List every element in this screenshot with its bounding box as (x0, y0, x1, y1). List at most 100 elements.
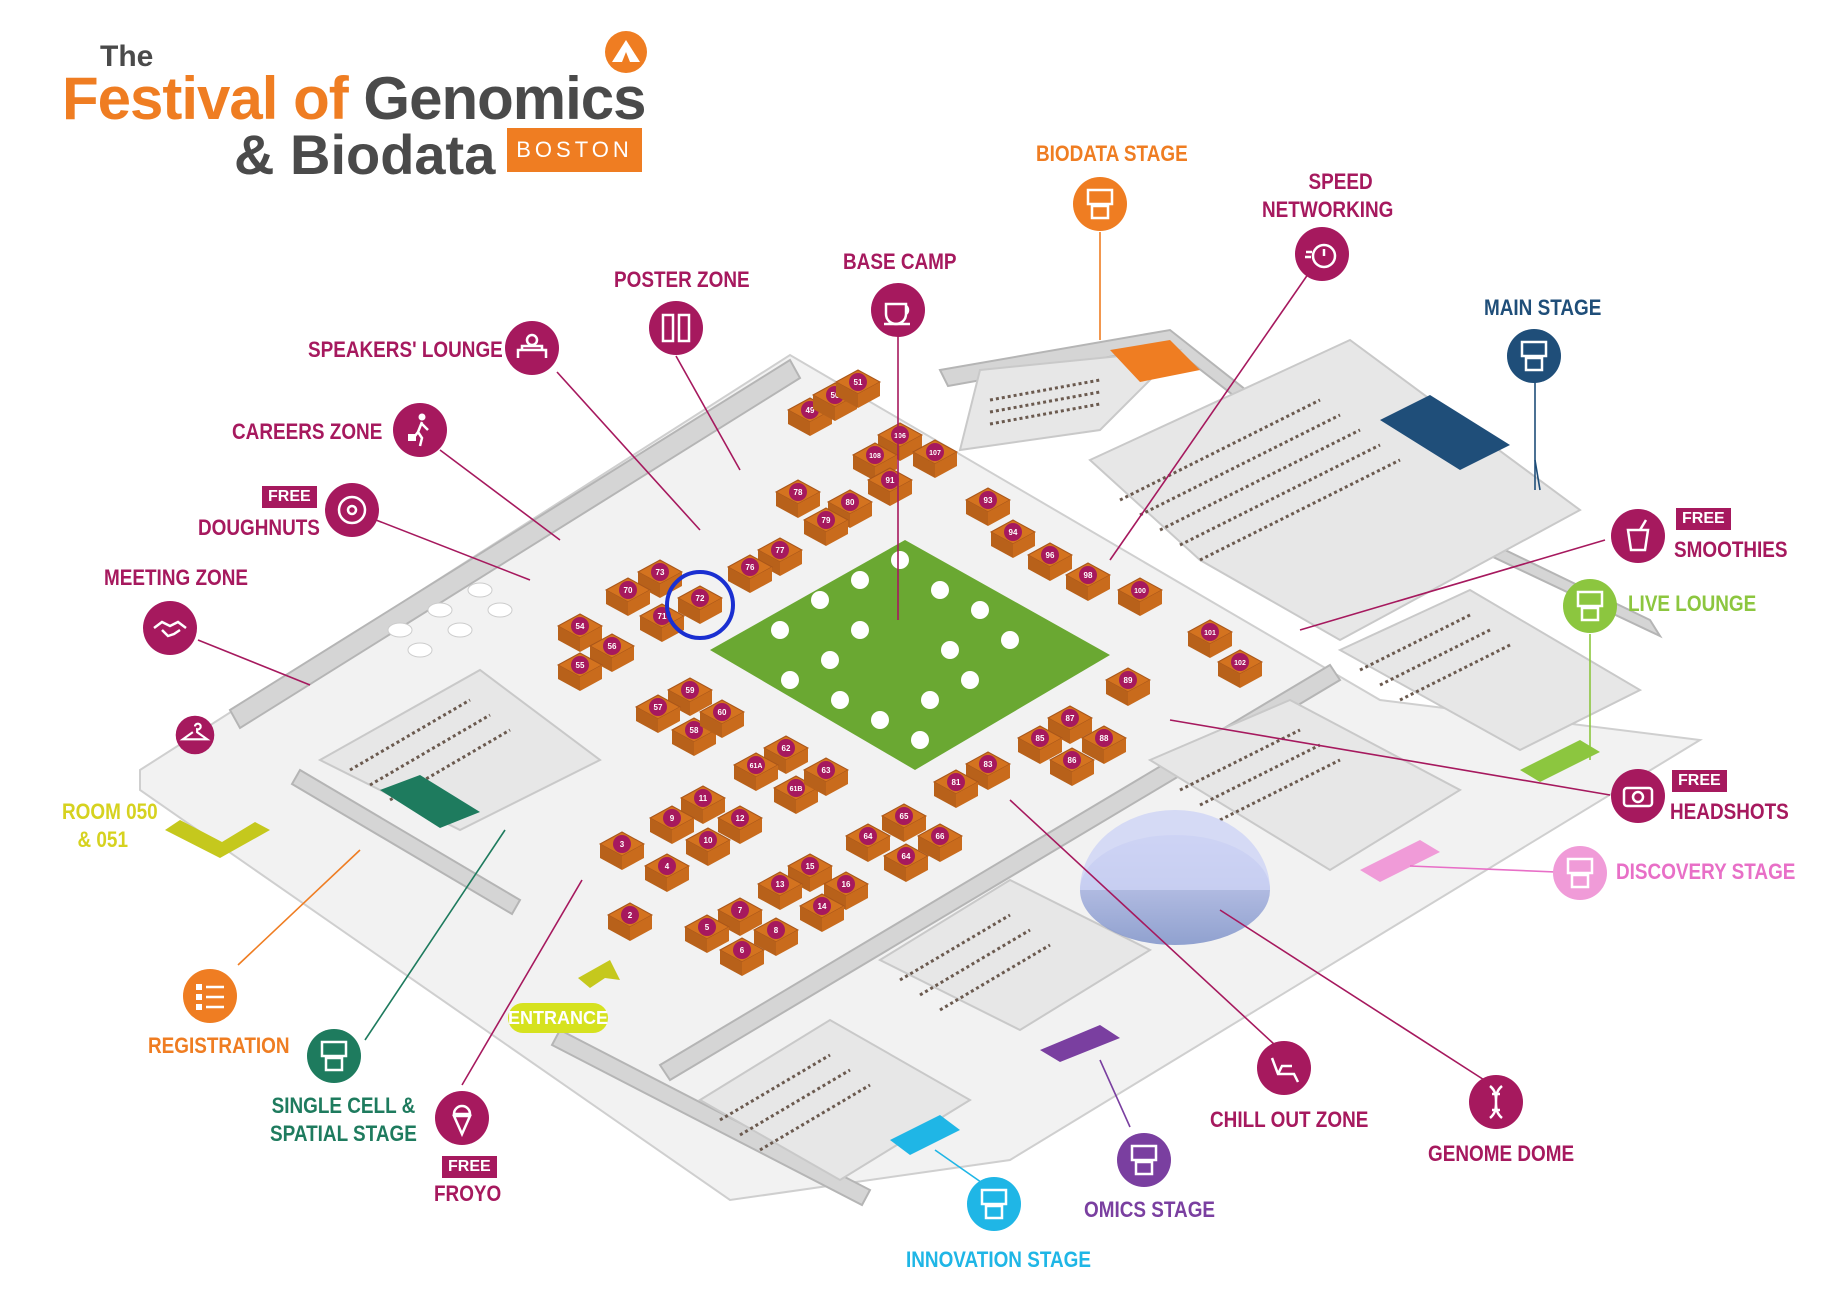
booth-block-side (606, 590, 628, 616)
booth-number-badge (1079, 566, 1097, 584)
booth-number: 59 (686, 686, 695, 695)
booth-number: 86 (1068, 756, 1077, 765)
booth-block-side (1050, 555, 1072, 581)
innovation-stage-icon[interactable] (966, 1176, 1022, 1232)
booth-number-badge (571, 617, 589, 635)
live-lounge-icon[interactable] (1562, 578, 1618, 634)
booth-block-side (612, 646, 634, 672)
booth-block-side (940, 836, 962, 862)
booth-block-side (694, 730, 716, 756)
booth-number: 85 (1036, 734, 1045, 743)
discovery-stage-icon[interactable] (1552, 845, 1608, 901)
booth-number-badge (1061, 709, 1079, 727)
logo-line-1: Festival of Genomics (62, 64, 647, 133)
smoothies-icon[interactable] (1610, 508, 1666, 564)
base-camp-tables (771, 551, 1019, 749)
booth-block-side (700, 712, 722, 738)
booth-block-side (780, 884, 802, 910)
booth-number-badge (813, 897, 831, 915)
logo-genomics: Genomics (347, 65, 646, 132)
booth-number: 80 (846, 498, 855, 507)
meeting-zone-icon[interactable] (142, 600, 198, 656)
booth-block-side (708, 840, 730, 866)
booth-block-side (935, 452, 957, 478)
genome-dome-icon[interactable] (1468, 1074, 1524, 1130)
omics-stage-icon[interactable] (1116, 1132, 1172, 1188)
biodata-stage-icon[interactable] (1072, 176, 1128, 232)
booth-block-side (904, 816, 926, 842)
registration-icon[interactable] (182, 968, 238, 1024)
smoothies-label: SMOOTHIES (1674, 537, 1788, 562)
froyo-free-badge: FREE (442, 1156, 497, 1178)
booth-number-badge (1063, 751, 1081, 769)
single-cell-stage-label: SINGLE CELL &SPATIAL STAGE (270, 1092, 417, 1147)
booth-layer: 4950511061071089178807977769394969810010… (556, 369, 1264, 976)
booth-number: 100 (1134, 588, 1146, 595)
booth-block-side (956, 782, 978, 808)
booth-block-side (991, 532, 1013, 558)
booth-number-badge (837, 875, 855, 893)
booth-block-side (850, 502, 872, 528)
chill-out-zone-icon[interactable] (1256, 1040, 1312, 1096)
headshots-free-badge: FREE (1672, 770, 1727, 792)
booth-block-side (658, 707, 680, 733)
booth-number: 78 (794, 488, 803, 497)
booth-number-badge (841, 493, 859, 511)
logo-city-badge: BOSTON (507, 128, 642, 172)
entrance-badge[interactable]: ENTRANCE (508, 1003, 608, 1033)
headshots-icon[interactable] (1610, 768, 1666, 824)
booth-block-side (718, 818, 740, 844)
room-line-2: & 051 (77, 826, 128, 852)
booth-number-badge (731, 901, 749, 919)
booth-number-badge (1095, 729, 1113, 747)
speakers-lounge-icon[interactable] (504, 320, 560, 376)
doughnuts-free-badge: FREE (262, 486, 317, 508)
booth-number: 50 (831, 391, 840, 400)
booth-block-side (662, 616, 684, 642)
booth-number-badge (731, 809, 749, 827)
booth-number-badge (787, 779, 805, 797)
poster-zone-icon[interactable] (648, 300, 704, 356)
booth-number-badge (691, 589, 709, 607)
booth-number-badge (979, 491, 997, 509)
live-lounge-label: LIVE LOUNGE (1628, 591, 1757, 616)
booth-number: 107 (929, 450, 941, 457)
booth-number: 76 (746, 563, 755, 572)
base-camp-icon[interactable] (870, 282, 926, 338)
booth-block-side (703, 798, 725, 824)
booth-block-side (1128, 680, 1150, 706)
base-camp-label: BASE CAMP (843, 249, 957, 274)
booth-block-side (707, 927, 729, 953)
doughnuts-icon[interactable] (324, 482, 380, 538)
careers-zone-icon[interactable] (392, 402, 448, 458)
booth-block-side (900, 435, 922, 461)
booth-block-side (846, 836, 868, 862)
speed-networking-icon[interactable] (1294, 226, 1350, 282)
booth-block-side (718, 910, 740, 936)
booth-block-side (690, 690, 712, 716)
booth-number-badge (866, 446, 884, 464)
booth-number-badge (698, 918, 716, 936)
single-cell-stage-icon[interactable] (306, 1028, 362, 1084)
biodata-stage-label: BIODATA STAGE (1036, 141, 1188, 166)
booth-block-side (780, 550, 802, 576)
booth-block-side (966, 500, 988, 526)
booth-number: 4 (665, 862, 670, 871)
doughnuts-label: DOUGHNUTS (198, 515, 320, 540)
speed-networking-line-2: NETWORKING (1262, 196, 1394, 222)
booth-number-badge (897, 847, 915, 865)
booth-block-side (822, 906, 844, 932)
booth-number-badge (891, 426, 909, 444)
main-stage-platform (1380, 395, 1510, 470)
omics-stage-platform (1040, 1025, 1120, 1062)
booth-block-side (906, 856, 928, 882)
booth-block-side (1018, 738, 1040, 764)
main-stage-icon[interactable] (1506, 328, 1562, 384)
froyo-icon[interactable] (434, 1090, 490, 1146)
logo-line-2: & Biodata (234, 123, 496, 186)
booth-block-side (756, 765, 778, 791)
booth-number: 60 (718, 708, 727, 717)
single-cell-line-2: SPATIAL STAGE (270, 1120, 417, 1146)
booth-block-side (1066, 575, 1088, 601)
